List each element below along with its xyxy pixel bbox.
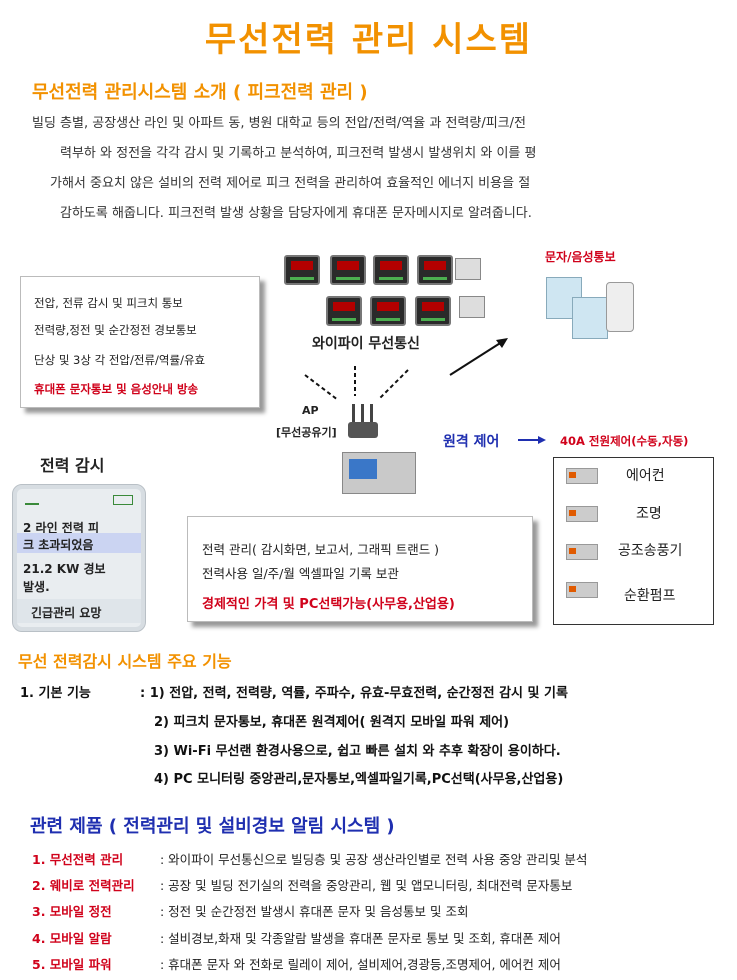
power-meter-icon (284, 255, 320, 285)
device-icon (566, 544, 598, 560)
arrow-head (496, 338, 508, 348)
page-title: 무선전력 관리 시스템 (204, 20, 533, 60)
wifi-label: 와이파이 무선통신 (312, 336, 420, 352)
phone-line: 2 라인 전력 피 (23, 521, 100, 535)
dashed-arrow (304, 374, 339, 401)
phone-display: 2 라인 전력 피 크 초과되었음 21.2 KW 경보 발생. 긴급관리 요망 (12, 484, 146, 632)
feature-line: 전력량,정전 및 순간정전 경보통보 (34, 323, 197, 337)
intro-line: 감하도록 해줍니다. 피크전력 발생 상황을 담당자에게 휴대폰 문자메시지로 … (60, 206, 532, 221)
product-label: 1. 무선전력 관리 (32, 852, 124, 867)
device-icon (566, 582, 598, 598)
related-heading: 관련 제품 ( 전력관리 및 설비경보 알림 시스템 ) (30, 816, 395, 837)
function-label: 1. 기본 기능 (20, 686, 91, 701)
functions-heading: 무선 전력감시 시스템 주요 기능 (18, 652, 232, 671)
dashed-arrow (379, 369, 409, 399)
power-meter-icon (417, 255, 453, 285)
wifi-module-icon (459, 296, 485, 318)
product-label: 3. 모바일 정전 (32, 904, 112, 919)
arrow-to-sms (449, 339, 506, 376)
management-highlight: 경제적인 가격 및 PC선택가능(사무용,산업용) (202, 597, 455, 612)
management-box: 전력 관리( 감시화면, 보고서, 그래픽 트랜드 ) 전력사용 일/주/월 엑… (187, 516, 533, 622)
feature-line: 단상 및 3상 각 전압/전류/역률/유효 (34, 353, 206, 367)
device-icon (566, 506, 598, 522)
power-meter-icon (373, 255, 409, 285)
feature-box: 전압, 전류 감시 및 피크치 통보 전력량,정전 및 순간정전 경보통보 단상… (20, 276, 260, 408)
function-item: 4) PC 모니터링 중앙관리,문자통보,엑셀파일기록,PC선택(사무용,산업용… (154, 772, 564, 787)
product-desc: : 휴대폰 문자 와 전화로 릴레이 제어, 설비제어,경광등,조명제어, 에어… (160, 957, 561, 972)
product-label: 2. 웨비로 전력관리 (32, 878, 135, 893)
phone-line: 21.2 KW 경보 (23, 562, 106, 576)
product-desc: : 와이파이 무선통신으로 빌딩층 및 공장 생산라인별로 전력 사용 중앙 관… (160, 852, 588, 867)
arrow-head (538, 436, 546, 444)
power-meter-icon (370, 296, 406, 326)
intro-heading: 무선전력 관리시스템 소개 ( 피크전력 관리 ) (32, 82, 368, 103)
battery-icon (113, 495, 133, 505)
management-line: 전력 관리( 감시화면, 보고서, 그래픽 트랜드 ) (202, 542, 440, 557)
monitor-label: 전력 감시 (40, 456, 105, 475)
control-item: 조명 (636, 506, 662, 522)
product-label: 5. 모바일 파워 (32, 957, 112, 972)
remote-label: 원격 제어 (443, 434, 500, 450)
intro-line: 가해서 중요치 않은 설비의 전력 제어로 피크 전력을 관리하여 효율적인 에… (50, 176, 531, 191)
function-item: : 1) 전압, 전력, 전력량, 역률, 주파수, 유효-무효전력, 순간정전… (140, 686, 568, 701)
power-meter-icon (415, 296, 451, 326)
product-label: 4. 모바일 알람 (32, 931, 112, 946)
function-item: 3) Wi-Fi 무선랜 환경사용으로, 쉽고 빠른 설치 와 추후 확장이 용… (154, 744, 561, 759)
control-item: 순환펌프 (624, 588, 676, 604)
intro-line: 력부하 와 정전을 각각 감시 및 기록하고 분석하여, 피크전력 발생시 발생… (60, 146, 537, 161)
diagram-arrows (304, 338, 546, 444)
power-meter-icon (326, 296, 362, 326)
product-desc: : 설비경보,화재 및 각종알람 발생을 휴대폰 문자로 통보 및 조회, 휴대… (160, 931, 561, 946)
phone-line: 크 초과되었음 (23, 538, 94, 552)
sms-label: 문자/음성통보 (545, 250, 616, 264)
product-desc: : 정전 및 순간정전 발생시 휴대폰 문자 및 음성통보 및 조회 (160, 904, 469, 919)
phone-line: 발생. (23, 580, 50, 594)
management-line: 전력사용 일/주/월 엑셀파일 기록 보관 (202, 566, 399, 581)
wifi-module-icon (455, 258, 481, 280)
phone-line: 긴급관리 요망 (31, 606, 102, 620)
product-desc: : 공장 및 빌딩 전기실의 전력을 중앙관리, 웹 및 앱모니터링, 최대전력… (160, 878, 573, 893)
device-icon (566, 468, 598, 484)
router-icon (348, 422, 378, 438)
control-item: 에어컨 (626, 468, 665, 484)
feature-line: 전압, 전류 감시 및 피크치 통보 (34, 296, 183, 310)
control-title: 40A 전원제어(수동,자동) (560, 434, 689, 448)
signal-icon (25, 495, 39, 505)
ap-sublabel: [무선공유기] (276, 426, 337, 439)
feature-highlight: 휴대폰 문자통보 및 음성안내 방송 (34, 382, 199, 396)
pc-icon (342, 452, 416, 494)
control-item: 공조송풍기 (618, 543, 683, 559)
ap-label: AP (302, 404, 319, 417)
intro-line: 빌딩 층별, 공장생산 라인 및 아파트 동, 병원 대학교 등의 전압/전력/… (32, 116, 526, 131)
mobile-phone-icon (606, 282, 634, 332)
control-panel: 에어컨 조명 공조송풍기 순환펌프 (553, 457, 714, 625)
power-meter-icon (330, 255, 366, 285)
function-item: 2) 피크치 문자통보, 휴대폰 원격제어( 원격지 모바일 파워 제어) (154, 715, 510, 730)
